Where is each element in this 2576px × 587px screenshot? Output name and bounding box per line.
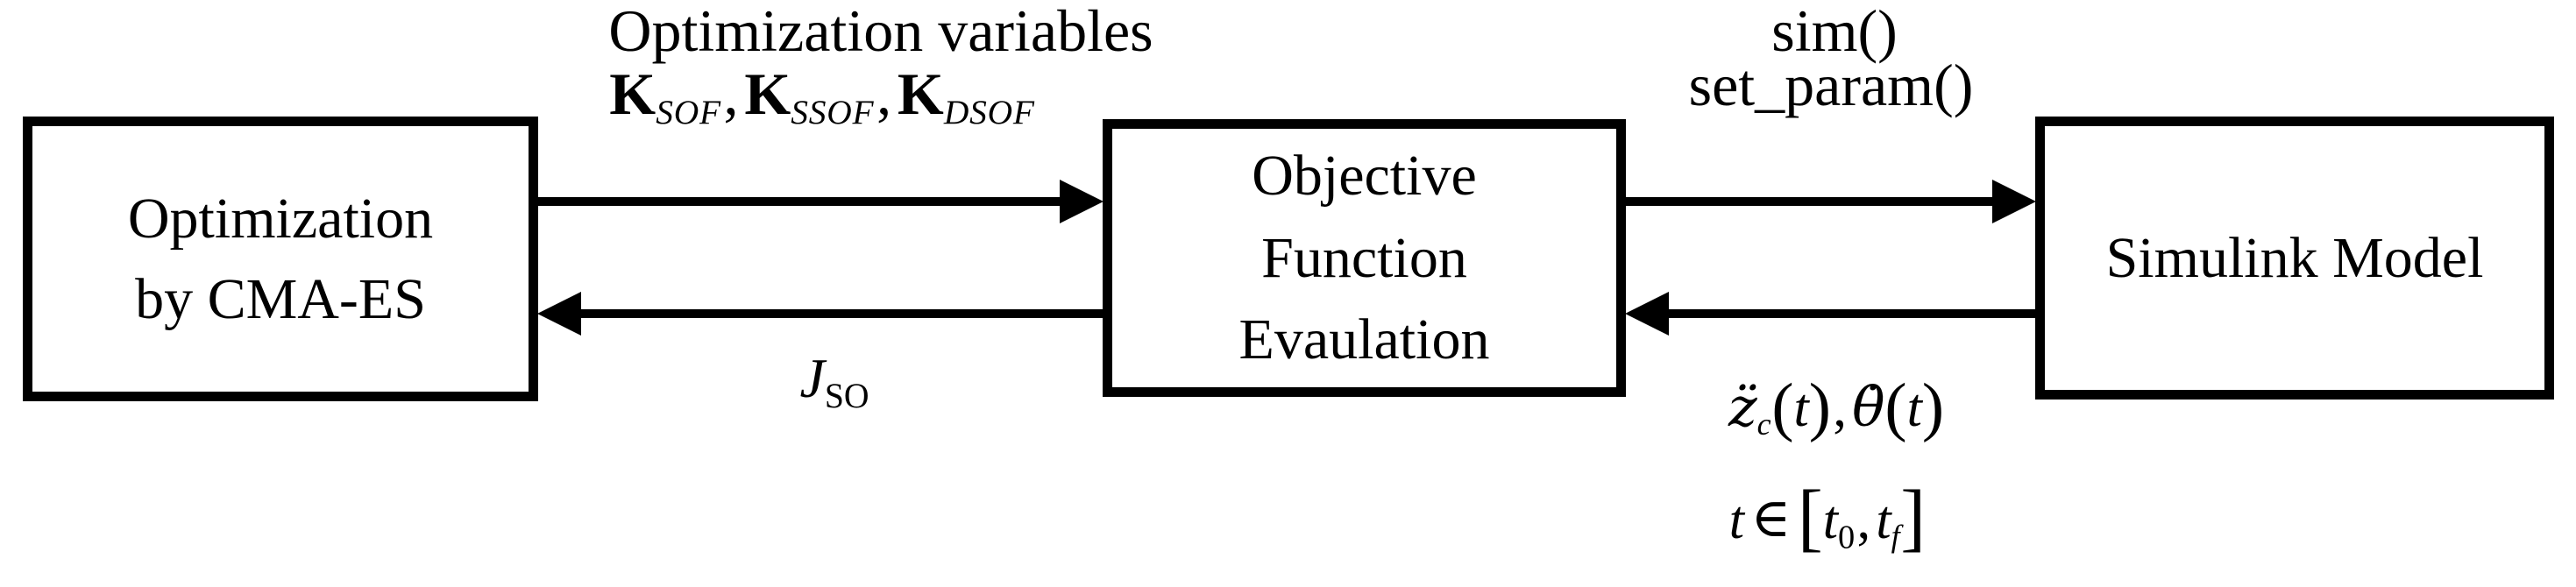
- k-dsof-base: K: [897, 60, 944, 127]
- k-sof-term: KSOF: [609, 60, 721, 130]
- arrow-left-head-icon: [537, 292, 581, 336]
- k-sof-subscript: SOF: [656, 93, 721, 132]
- z-subscript: c: [1756, 407, 1772, 442]
- arrow-signals-line: [1664, 309, 2035, 318]
- gain-matrices-label: KSOF,KSSOF,KDSOF: [609, 60, 1035, 131]
- k-ssof-subscript: SSOF: [791, 93, 875, 132]
- block-simulink-model: Simulink Model: [2035, 117, 2554, 400]
- sim-call-label: sim(): [1771, 0, 1898, 64]
- block-optimization-cma-es-text: Optimization by CMA-ES: [128, 179, 433, 338]
- block-optimization-cma-es: Optimization by CMA-ES: [23, 117, 538, 401]
- tf-subscript: f: [1891, 519, 1901, 555]
- block-label-line: Objective: [1252, 143, 1477, 208]
- arrow-right-head-icon: [1060, 180, 1103, 223]
- right-paren: ): [1808, 371, 1831, 444]
- right-paren: ): [1921, 371, 1945, 444]
- set-param-call-label: set_param(): [1688, 52, 1974, 118]
- comma-separator: ,: [1856, 491, 1871, 550]
- right-bracket: ]: [1900, 475, 1927, 560]
- simulation-outputs-label: z̈c(t),θ̇(t): [1728, 370, 1944, 442]
- left-paren: (: [1884, 371, 1907, 444]
- t0-subscript: 0: [1837, 519, 1856, 556]
- block-objective-function-evaluation-text: Objective Function Evaulation: [1239, 135, 1490, 381]
- time-interval-label: t∈[t0,tf]: [1728, 473, 1926, 557]
- tf-base: t: [1876, 491, 1891, 550]
- arrow-sim-line: [1625, 197, 1996, 206]
- objective-value-label: JSO: [799, 349, 869, 415]
- theta-dot-variable: θ̇: [1852, 375, 1885, 439]
- block-label-line: by CMA-ES: [135, 266, 426, 331]
- block-simulink-model-text: Simulink Model: [2106, 218, 2484, 298]
- t-argument: t: [1793, 378, 1809, 438]
- comma-separator: ,: [876, 60, 892, 127]
- j-subscript: SO: [824, 376, 869, 415]
- block-label-line: Function: [1261, 225, 1467, 290]
- arrow-optvars-line: [537, 197, 1063, 206]
- z-ddot-variable: z̈: [1728, 375, 1757, 439]
- k-sof-base: K: [609, 60, 656, 127]
- k-ssof-term: KSSOF: [744, 60, 874, 130]
- comma-separator: ,: [1833, 378, 1847, 438]
- t-variable: t: [1728, 491, 1745, 550]
- arrow-jso-line: [577, 309, 1103, 318]
- j-base: J: [799, 347, 825, 409]
- arrow-right-head-icon: [1992, 180, 2036, 223]
- arrow-left-head-icon: [1625, 292, 1669, 336]
- block-objective-function-evaluation: Objective Function Evaulation: [1103, 119, 1626, 397]
- t-argument: t: [1906, 378, 1922, 438]
- element-of-symbol: ∈: [1750, 484, 1792, 549]
- block-label-line: Optimization: [127, 187, 434, 251]
- optimization-variables-label: Optimization variables: [608, 0, 1153, 64]
- left-paren: (: [1771, 371, 1794, 444]
- comma-separator: ,: [723, 60, 739, 127]
- block-label-line: Simulink Model: [2105, 225, 2484, 290]
- k-ssof-base: K: [744, 60, 791, 127]
- k-dsof-subscript: DSOF: [943, 93, 1035, 132]
- t0-base: t: [1822, 491, 1838, 550]
- left-bracket: [: [1797, 475, 1823, 560]
- k-dsof-term: KDSOF: [897, 60, 1035, 130]
- block-label-line: Evaulation: [1238, 308, 1490, 372]
